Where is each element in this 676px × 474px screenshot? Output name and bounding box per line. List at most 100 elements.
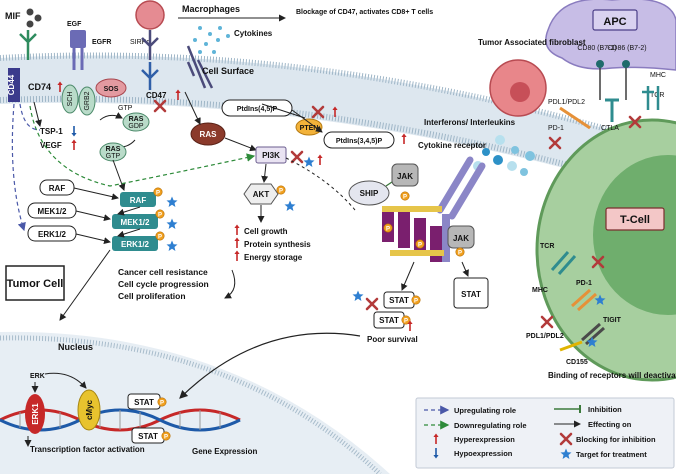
stat-mid-1-label: STAT	[389, 296, 409, 305]
cytokines-label: Cytokines	[234, 29, 273, 38]
stat-block-cross-icon	[365, 297, 379, 311]
cd44-label: CD44	[7, 74, 16, 95]
legend-upregulating-label: Upregulating role	[454, 406, 516, 415]
pi3k-target-star-icon	[303, 156, 315, 167]
gtp-label: GTP	[118, 105, 133, 112]
stat-to-nucleus-arrow	[179, 332, 361, 399]
erk-left-node	[27, 225, 77, 242]
pi3k-block-cross-icon	[290, 150, 304, 164]
erk-right-node	[112, 236, 158, 251]
blockage-label: Blockage of CD47, activates CD8+ T cells	[296, 9, 433, 16]
jak-to-stat-right-arrow	[461, 261, 469, 277]
t-cell-label: T-Cell	[620, 214, 650, 226]
egfr-stalk	[72, 48, 84, 70]
t-cell-nucleus	[593, 155, 676, 315]
fibroblast-label: Tumor Associated fibroblast	[478, 38, 586, 47]
stat-nuc-1-phospho	[157, 397, 167, 407]
raf-left-label: RAF	[49, 184, 66, 193]
stat-cluster-phospho-2	[415, 239, 425, 249]
stat-target-star-icon	[352, 290, 364, 301]
growth-line-3: Energy storage	[244, 253, 303, 262]
cytokine-receptor-label: Cytokine receptor	[418, 141, 486, 150]
legend-target-label: Target for treatment	[576, 450, 647, 459]
stat-nuc-2-label: STAT	[138, 432, 158, 441]
cytokine-receptor-top	[186, 45, 214, 89]
ras-gtp-to-raf-arrow	[112, 159, 126, 191]
tumor-cell-label: Tumor Cell	[7, 278, 64, 290]
erk-to-nucleus-arrow	[59, 249, 111, 321]
raf-target-star-icon	[166, 196, 178, 207]
cd74-label: CD74	[28, 82, 51, 92]
erk-right-label: ERK1/2	[121, 240, 150, 249]
cell-membrane	[0, 55, 676, 200]
apc-label-box	[592, 9, 638, 31]
cmyc-label: cMyc	[85, 399, 94, 420]
raf-left-to-right-arrow	[73, 187, 119, 201]
ship-label: SHIP	[360, 189, 379, 198]
mek-right-node	[112, 214, 158, 229]
mek-right-label: MEK1/2	[121, 218, 150, 227]
vegf-hyper-up-arrow-icon	[70, 138, 78, 151]
ship-dashed-link	[285, 157, 356, 211]
macrophages-label: Macrophages	[182, 4, 240, 14]
raf-phospho	[153, 187, 163, 197]
ptdins345-hyper-up-arrow-icon	[400, 132, 408, 145]
raf-right-node	[120, 192, 156, 207]
jak-bottom-phospho	[455, 247, 465, 257]
erk1-node	[25, 394, 45, 434]
fibroblast-pdl-pd1-receptor	[559, 106, 591, 130]
stat-right-node	[453, 277, 489, 309]
cytokine-dots	[193, 26, 230, 54]
growth-line-1: Cell growth	[244, 227, 288, 236]
stat-nuc-1-label: STAT	[134, 398, 154, 407]
gtp-sub-label: GTP	[106, 153, 121, 160]
stat-nuc-2-phospho	[161, 431, 171, 441]
mek-phospho	[155, 209, 165, 219]
raf-to-mek-arrow	[117, 206, 141, 216]
akt-node	[243, 183, 279, 205]
cd86-receptor	[622, 60, 630, 68]
cd74-receptor	[19, 30, 37, 60]
tsp1-label: TSP-1	[40, 127, 63, 136]
mek-to-erk-arrow	[117, 228, 141, 238]
legend-downregulating-label: Downregulating role	[454, 421, 527, 430]
t-cell-label-box	[605, 207, 665, 231]
pi3k-hyper-up-arrow-icon	[316, 153, 324, 166]
macrophage-cell	[135, 0, 165, 30]
fibroblast-pd1-label: PD-1	[548, 125, 564, 132]
resistance-line-3: Cell proliferation	[118, 291, 186, 301]
mif-label: MIF	[5, 11, 21, 21]
jak-top-node	[391, 163, 419, 187]
ras-gdp-node	[122, 112, 150, 132]
sos-label: SOS	[104, 86, 119, 93]
cd47-receptor	[141, 62, 159, 90]
ptdins45-label: PtdIns(4,5)P	[237, 106, 278, 113]
growth-up-arrow-icon-1	[233, 223, 241, 236]
sirpa-label: SIRPα	[130, 39, 150, 46]
akt-target-star-icon	[284, 200, 296, 211]
grb2-node	[78, 86, 96, 116]
stat-dimer-cluster	[382, 206, 444, 262]
pi3k-to-akt-arrow	[261, 163, 269, 183]
ship-node	[348, 180, 390, 206]
tumor-cell-box	[5, 265, 65, 301]
binding-note: Binding of receptors will deactivate the…	[548, 371, 676, 380]
apc-label: APC	[603, 16, 626, 28]
cd74-effect-line	[19, 103, 41, 131]
erk-phospho	[155, 231, 165, 241]
legend-hypoexpression-label: Hypoexpression	[454, 449, 513, 458]
cd47-label: CD47	[146, 91, 167, 100]
cd74-to-tsp1-arrow	[33, 101, 42, 127]
akt-label: AKT	[253, 190, 270, 199]
sirpa-receptor	[141, 30, 159, 60]
sch-node	[61, 84, 79, 114]
gene-expression-label: Gene Expression	[192, 447, 257, 456]
erk1-label: ERK1	[31, 403, 40, 425]
akt-phospho	[276, 185, 286, 195]
ptdins345-label: PtdIns(3,4,5)P	[336, 138, 383, 145]
growth-to-resistance-arrow	[224, 269, 236, 299]
mek-left-node	[27, 202, 77, 219]
ctla-label: CTLA	[601, 125, 619, 132]
grb2-label: GRB2	[84, 91, 91, 110]
